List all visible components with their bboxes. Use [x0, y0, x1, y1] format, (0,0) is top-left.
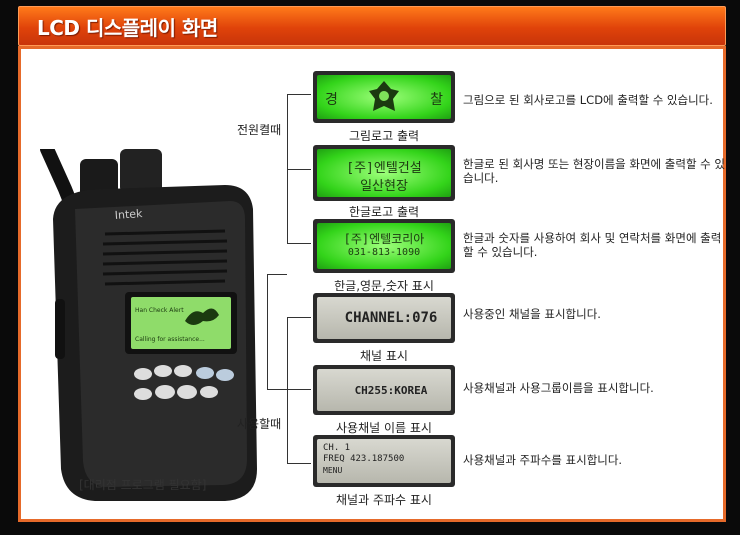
- lcd-text: 찰: [430, 92, 443, 108]
- lcd-channel-frequency: CH. 1 FREQ 423.187500 MENU: [313, 435, 455, 487]
- radio-screen-line2: Calling for assistance...: [135, 336, 205, 343]
- radio-screen: [131, 297, 231, 349]
- connector-line: [287, 317, 288, 463]
- connector-line: [287, 169, 311, 170]
- caption-picture-logo: 그림로고 출력: [348, 129, 420, 143]
- lcd-text: CHANNEL:076: [344, 310, 438, 326]
- group-label-power-on: 전원켤때: [237, 123, 282, 137]
- dealer-program-note: [대리점 프로그램 필요함]: [79, 478, 207, 492]
- lcd-text: FREQ 423.187500: [323, 454, 405, 464]
- caption-channel-frequency: 채널과 주파수 표시: [336, 493, 432, 507]
- lcd-text: [주]엔텔코리아: [343, 232, 425, 246]
- caption-mixed-text: 한글,영문,숫자 표시: [334, 279, 434, 293]
- desc-mixed-text: 한글과 숫자를 사용하여 회사 및 연락처를 화면에 출력할 수 있습니다.: [463, 231, 722, 259]
- connector-line: [287, 389, 311, 390]
- police-emblem-icon: [369, 81, 399, 111]
- caption-korean-logo: 한글로고 출력: [348, 205, 420, 219]
- desc-korean-logo: 한글로 된 회사명 또는 현장이름을 화면에 출력할 수 있습니다.: [463, 157, 726, 185]
- group-label-in-use: 사용할때: [237, 417, 282, 431]
- content-panel: Intek Han Check Alert Calling for assist…: [18, 46, 726, 522]
- speaker-grille: [102, 229, 228, 286]
- connector-line: [287, 317, 311, 318]
- lcd-text: CH. 1: [323, 443, 351, 453]
- connector-line: [267, 389, 287, 390]
- lcd-text: 일산현장: [360, 179, 408, 194]
- title-bar: LCD 디스플레이 화면: [18, 6, 726, 46]
- desc-channel-frequency: 사용채널과 주파수를 표시합니다.: [463, 453, 623, 467]
- connector-line: [267, 274, 268, 389]
- lcd-text: 031-813-1090: [347, 247, 421, 258]
- desc-channel: 사용중인 채널을 표시합니다.: [463, 307, 601, 321]
- lcd-text: MENU: [323, 466, 343, 475]
- lcd-channel-name: CH255:KOREA: [313, 365, 455, 415]
- lcd-picture-logo: 경 찰: [313, 71, 455, 123]
- lcd-text: 경: [325, 92, 338, 108]
- connector-line: [287, 94, 311, 95]
- connector-line: [287, 463, 311, 464]
- connector-line: [267, 274, 287, 275]
- desc-picture-logo: 그림으로 된 회사로고를 LCD에 출력할 수 있습니다.: [463, 93, 713, 107]
- desc-channel-name: 사용채널과 사용그룹이름을 표시합니다.: [463, 381, 654, 395]
- keypad: [134, 365, 234, 400]
- connector-line: [287, 243, 311, 244]
- caption-channel: 채널 표시: [360, 349, 408, 363]
- lcd-channel: CHANNEL:076: [313, 293, 455, 343]
- page-title: LCD 디스플레이 화면: [37, 16, 218, 40]
- caption-channel-name: 사용채널 이름 표시: [336, 421, 432, 435]
- lcd-mixed-text: [주]엔텔코리아 031-813-1090: [313, 219, 455, 273]
- lcd-korean-logo: [주]엔텔건설 일산현장: [313, 145, 455, 201]
- lcd-text: [주]엔텔건설: [346, 161, 422, 176]
- brand-logo: Intek: [114, 207, 143, 222]
- radio-screen-line1: Han Check Alert: [135, 307, 184, 314]
- lcd-text: CH255:KOREA: [354, 384, 428, 397]
- radio-illustration: Intek Han Check Alert Calling for assist…: [40, 149, 257, 501]
